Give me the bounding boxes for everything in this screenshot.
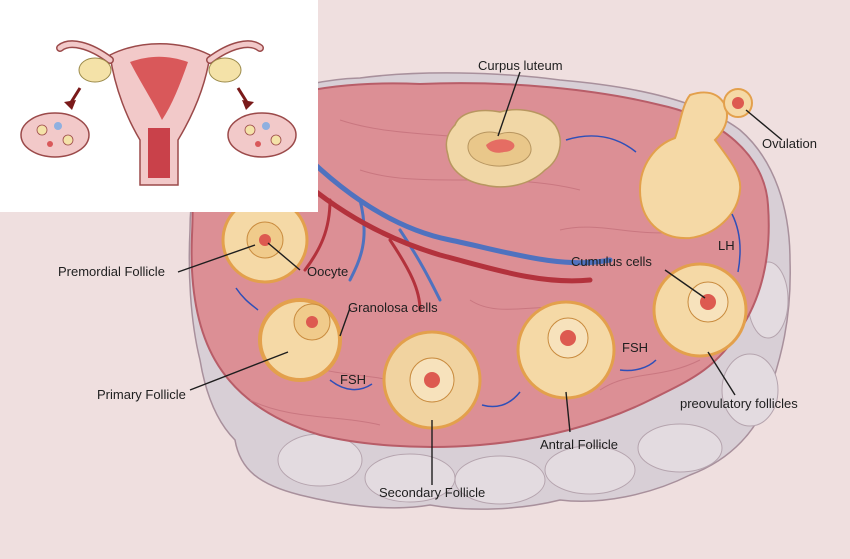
labels: Curpus luteum Ovulation Premordial Folli… [58, 58, 817, 500]
label-oocyte: Oocyte [307, 264, 348, 279]
corpus-luteum [445, 108, 561, 188]
antral-follicle [516, 300, 616, 400]
label-corpus-luteum: Curpus luteum [478, 58, 563, 73]
leader-lines [177, 71, 783, 485]
label-fsh-2: FSH [622, 340, 648, 355]
label-premordial-follicle: Premordial Follicle [58, 264, 165, 279]
premordial-follicle [221, 196, 309, 284]
inset-uterus-panel [0, 0, 318, 212]
blood-vessels [287, 147, 613, 312]
label-primary-follicle: Primary Follicle [97, 387, 186, 402]
label-granolosa-cells: Granolosa cells [348, 300, 438, 315]
capsule-lobes [277, 261, 789, 505]
label-ovulation: Ovulation [762, 136, 817, 151]
secondary-follicle [382, 330, 482, 430]
primary-follicle [258, 298, 342, 382]
label-antral-follicle: Antral Follicle [540, 437, 618, 452]
ovulating-follicle [638, 88, 753, 240]
label-cumulus-cells: Cumulus cells [571, 254, 652, 269]
label-fsh-1: FSH [340, 372, 366, 387]
preovulatory-follicle [652, 262, 748, 358]
label-preovulatory-follicles: preovulatory follicles [680, 396, 798, 411]
flow-arrows [235, 135, 741, 408]
label-secondary-follicle: Secondary Follicle [379, 485, 485, 500]
label-lh: LH [718, 238, 735, 253]
